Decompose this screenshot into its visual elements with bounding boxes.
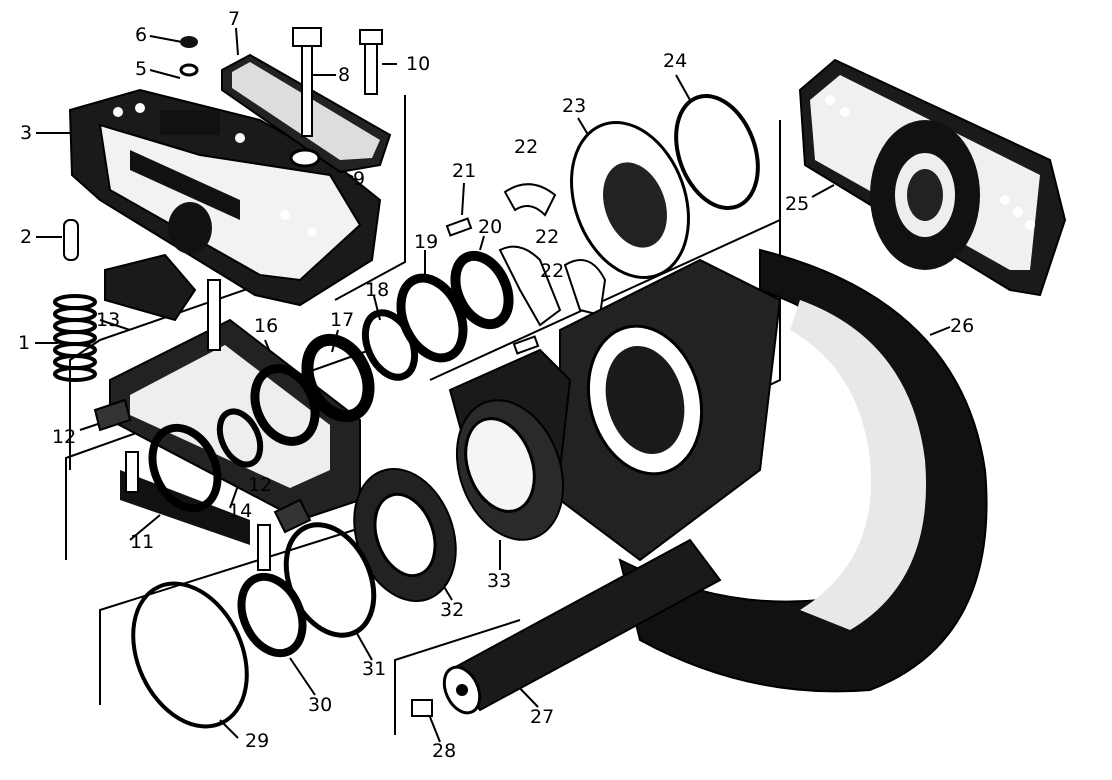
roller-bearings (353, 399, 565, 602)
callout-26: 26 (950, 315, 975, 337)
callout-31: 31 (362, 658, 387, 680)
callout-28: 28 (432, 740, 457, 762)
rings-and-seals (148, 250, 514, 513)
cover-plate-and-gaskets (131, 522, 377, 729)
callout-21: 21 (452, 160, 477, 182)
callout-3: 3 (20, 122, 33, 144)
callout-11: 11 (130, 531, 155, 553)
callout-16: 16 (254, 315, 279, 337)
callout-6: 6 (135, 24, 148, 46)
callout-29: 29 (245, 730, 270, 752)
housing-block (68, 88, 382, 307)
callout-24: 24 (663, 50, 688, 72)
callout-9: 9 (353, 168, 366, 190)
callout-25: 25 (785, 193, 810, 215)
callout-8: 8 (338, 64, 351, 86)
callout-18: 18 (365, 279, 390, 301)
callout-20: 20 (478, 216, 503, 238)
callout-10: 10 (406, 53, 431, 75)
pin-and-spring (53, 219, 97, 382)
lower-bracket (93, 253, 361, 571)
callout-13: 13 (96, 309, 121, 331)
callout-23: 23 (562, 95, 587, 117)
callout-17: 17 (330, 309, 355, 331)
callout-33: 33 (487, 570, 512, 592)
callout-12-right: 12 (248, 474, 273, 496)
callout-7: 7 (228, 8, 241, 30)
callout-22-top: 22 (514, 136, 539, 158)
callout-14: 14 (228, 500, 253, 522)
drive-shaft (411, 538, 722, 717)
callout-27: 27 (530, 706, 555, 728)
flange-and-ring (570, 93, 760, 279)
callout-32: 32 (440, 599, 465, 621)
pillow-block (798, 58, 1067, 297)
callout-22-bottom: 22 (540, 260, 565, 282)
top-plate-and-bolts (179, 27, 392, 174)
callout-19: 19 (414, 231, 439, 253)
callout-22-middle: 22 (535, 226, 560, 248)
callout-5: 5 (135, 58, 148, 80)
callout-12-left: 12 (52, 426, 77, 448)
callout-2: 2 (20, 226, 33, 248)
clips-and-bolts (445, 183, 607, 355)
callout-1: 1 (18, 332, 31, 354)
callout-30: 30 (308, 694, 333, 716)
